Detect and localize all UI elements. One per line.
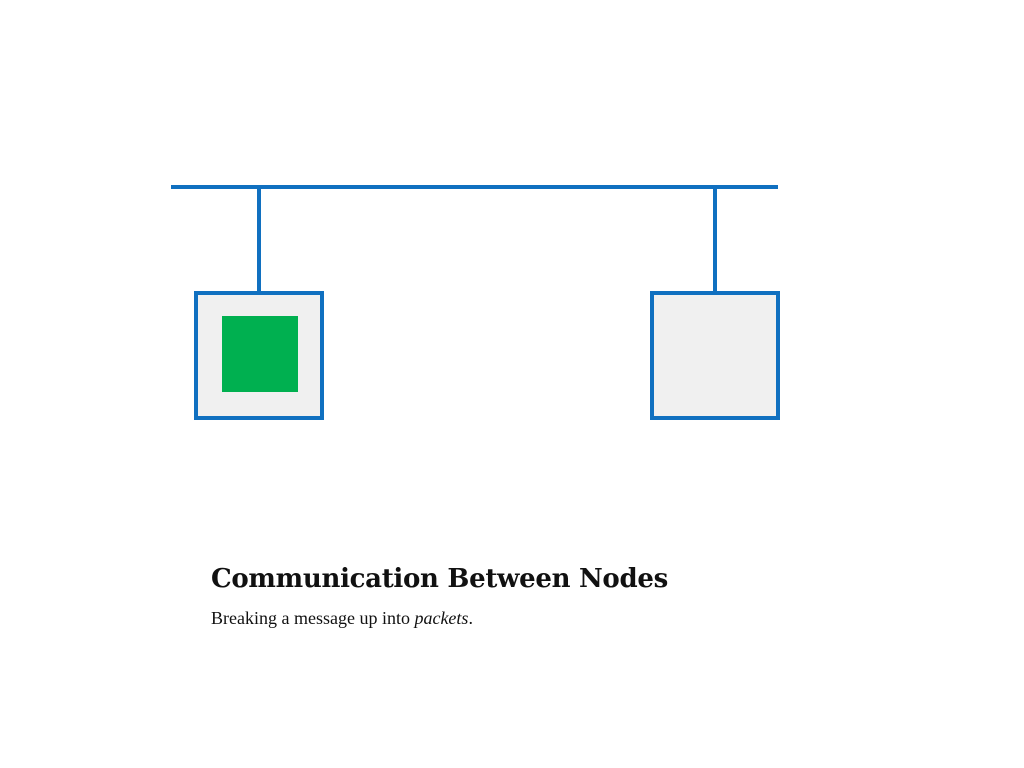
- subtitle-text: Breaking a message up into: [211, 608, 415, 628]
- diagram-subtitle: Breaking a message up into packets.: [211, 606, 911, 630]
- node-right: [650, 291, 780, 420]
- packet: [222, 316, 298, 392]
- subtitle-emphasis: packets: [414, 608, 469, 628]
- diagram-title: Communication Between Nodes: [211, 564, 668, 594]
- caption: Communication Between Nodes Breaking a m…: [211, 562, 911, 630]
- subtitle-end: .: [468, 608, 473, 628]
